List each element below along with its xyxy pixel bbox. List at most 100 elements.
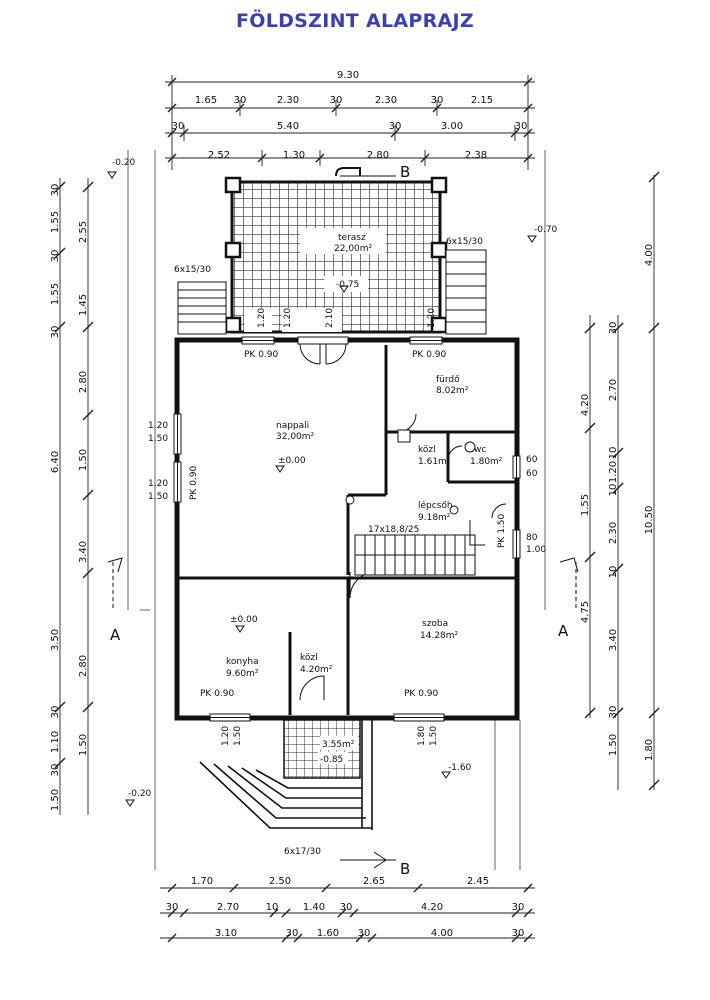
dim-bottom-2-5: 4.20 xyxy=(421,902,443,913)
dim-right-1: 10.50 xyxy=(644,506,655,535)
szoba-name: szoba xyxy=(422,619,448,629)
dim-top-4-2: 2.80 xyxy=(367,150,389,161)
dim-right-9: 10 xyxy=(608,447,619,460)
dim-top-2-6: 2.15 xyxy=(471,95,493,106)
wdim-r2: 60 xyxy=(526,469,538,479)
dim-top-2-1: 30 xyxy=(234,95,247,106)
wc-name: wc xyxy=(474,445,486,455)
terrace-win4: 1.20 xyxy=(427,308,437,328)
terrace-area: 22,00m² xyxy=(334,244,373,254)
entrance-level: -0.85 xyxy=(320,755,343,765)
section-a-right: A xyxy=(558,622,569,640)
dim-bottom-1-2: 2.65 xyxy=(363,876,385,887)
konyha-level: ±0.00 xyxy=(230,615,258,625)
level-bl: -0.20 xyxy=(128,789,152,799)
main-stair-label: 17x18,8/25 xyxy=(368,525,419,535)
section-b-bottom: B xyxy=(400,860,410,878)
dim-bottom-2-0: 30 xyxy=(166,902,179,913)
page-title: FÖLDSZINT ALAPRAJZ xyxy=(235,10,475,32)
dim-left-3: 1.55 xyxy=(50,283,61,305)
section-markers xyxy=(107,175,579,869)
stair-left-label: 6x15/30 xyxy=(174,265,211,275)
dim-bottom-2-6: 30 xyxy=(512,902,525,913)
dim-left-5: 6.40 xyxy=(50,451,61,473)
dim-right-15: 30 xyxy=(608,706,619,719)
doors xyxy=(299,343,507,701)
terrain-lines xyxy=(127,150,546,870)
wdim-side4: 1.50 xyxy=(148,492,168,502)
dim-left-2: 30 xyxy=(50,250,61,263)
dim-right-13: 10 xyxy=(608,566,619,579)
dim-left-6: 30 xyxy=(50,706,61,719)
entrance-porch xyxy=(283,719,361,779)
fixtures xyxy=(345,429,476,515)
napp-area: 32,00m² xyxy=(276,432,315,442)
dim-left-0: 30 xyxy=(50,184,61,197)
dimension-left xyxy=(54,178,94,815)
dim-left2-6: 2.80 xyxy=(78,655,89,677)
dim-bottom-1-3: 2.45 xyxy=(467,876,489,887)
dim-left2-3: 1.50 xyxy=(78,449,89,471)
dim-right-7: 30 xyxy=(608,322,619,335)
terrace-name: terasz xyxy=(338,233,366,243)
wdim-b4: 1.50 xyxy=(429,726,439,746)
windows xyxy=(173,336,521,722)
entrance-area: 3.55m² xyxy=(322,740,355,750)
dim-right-8: 2.70 xyxy=(608,379,619,401)
terrace xyxy=(224,167,448,334)
dim-top-3-2: 30 xyxy=(389,121,402,132)
dim-bottom-2-1: 2.70 xyxy=(217,902,239,913)
napp-name: nappali xyxy=(276,421,309,431)
dim-bottom-1-0: 1.70 xyxy=(191,876,213,887)
dim-right-0: 4.00 xyxy=(644,244,655,266)
wdim-r1: 60 xyxy=(526,455,538,465)
dim-bottom-3-4: 4.00 xyxy=(431,928,453,939)
dim-right-14: 3.40 xyxy=(608,629,619,651)
dimension-bottom xyxy=(160,883,535,943)
dim-bottom-3-0: 3.10 xyxy=(215,928,237,939)
dim-bottom-3-5: 30 xyxy=(512,928,525,939)
level-br: -1.60 xyxy=(448,763,472,773)
dim-bottom-3-3: 30 xyxy=(358,928,371,939)
konyha-name: konyha xyxy=(226,657,259,667)
dim-top-1-0: 9.30 xyxy=(337,70,359,81)
dim-right-10: 1.20 xyxy=(608,461,619,483)
dim-left2-7: 1.50 xyxy=(78,734,89,756)
wdim-side1: 1.20 xyxy=(148,421,168,431)
lepcso-area: 9.18m² xyxy=(418,513,451,523)
pk-lepcso: PK 1.50 xyxy=(497,513,507,548)
section-a-left: A xyxy=(110,626,121,644)
kozl2-name: közl xyxy=(300,653,318,663)
furdo-name: fürdő xyxy=(436,375,460,385)
dim-top-3-4: 30 xyxy=(515,121,528,132)
wdim-r4: 1.00 xyxy=(526,545,546,555)
stair-right-label: 6x15/30 xyxy=(446,237,483,247)
dim-left2-4: 3.40 xyxy=(78,541,89,563)
dim-left2-2: 2.80 xyxy=(78,371,89,393)
dim-left-8: 30 xyxy=(50,764,61,777)
main-stairs xyxy=(354,520,485,576)
dim-top-2-3: 30 xyxy=(330,95,343,106)
level-tl: -0.20 xyxy=(112,158,136,168)
dim-right-11: 10 xyxy=(608,484,619,497)
dim-left2-1: 1.45 xyxy=(78,294,89,316)
dim-bottom-3-2: 1.60 xyxy=(317,928,339,939)
napp-level: ±0.00 xyxy=(278,456,306,466)
stair-front-label: 6x17/30 xyxy=(284,847,321,857)
pk-konyha: PK 0.90 xyxy=(200,689,235,699)
dim-top-2-4: 2.30 xyxy=(375,95,397,106)
dim-bottom-2-4: 30 xyxy=(340,902,353,913)
dim-left-9: 1.50 xyxy=(50,789,61,811)
kozl2-area: 4.20m² xyxy=(300,665,333,675)
konyha-area: 9.60m² xyxy=(226,669,259,679)
dim-right-4: 1.55 xyxy=(580,494,591,516)
kozl1-name: közl xyxy=(418,445,436,455)
dim-top-2-2: 2.30 xyxy=(277,95,299,106)
terrace-level: -0.75 xyxy=(336,280,359,290)
dim-top-4-0: 2.52 xyxy=(208,150,230,161)
dim-top-2-0: 1.65 xyxy=(195,95,217,106)
dim-right-5: 4.75 xyxy=(580,601,591,623)
dimension-top-ticks xyxy=(167,77,533,163)
furdo-area: 8.02m² xyxy=(436,386,469,396)
dim-top-3-1: 5.40 xyxy=(277,121,299,132)
